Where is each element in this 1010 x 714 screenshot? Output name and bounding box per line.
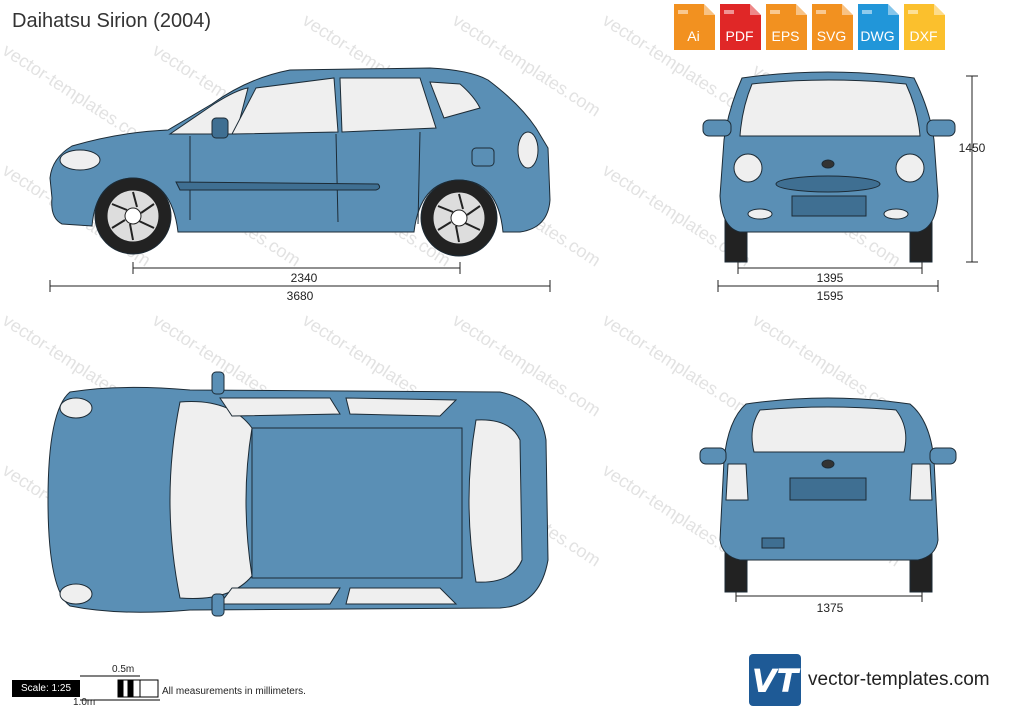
rear-left-mirror [699, 447, 727, 465]
rear-right-taillight [909, 463, 933, 501]
svg-file-icon[interactable]: SVG [810, 4, 853, 50]
top-right-mirror [211, 593, 225, 617]
rear-right-mirror [929, 447, 957, 465]
format-label: EPS [771, 28, 800, 44]
dim-front-track: 1395 [817, 271, 844, 285]
dimension-lines [49, 75, 978, 602]
side-taillight [517, 131, 539, 169]
measurement-note: All measurements in millimeters. [162, 686, 306, 697]
rear-left-taillight [725, 463, 749, 501]
vt-logo-icon: VT [749, 654, 801, 706]
top-left-mirror [211, 371, 225, 395]
page-title: Daihatsu Sirion (2004) [12, 10, 211, 32]
front-plate [791, 195, 867, 217]
top-side-glass-upper [219, 397, 341, 417]
side-window-quarter [429, 81, 481, 119]
dim-height: 1450 [959, 141, 986, 155]
format-label: DWG [860, 28, 895, 44]
dim-length: 3680 [287, 289, 314, 303]
front-left-foglight [747, 208, 773, 220]
front-left-headlight [733, 153, 763, 183]
rear-exhaust [761, 537, 785, 549]
side-door-line [189, 131, 421, 225]
scale-half-label: 0.5m [112, 664, 135, 675]
top-front-light-right [59, 583, 93, 605]
front-badge [821, 159, 835, 169]
site-name[interactable]: vector-templates.com [808, 669, 990, 690]
scale-bar [80, 675, 160, 701]
side-mirror [211, 117, 229, 139]
side-molding [175, 181, 381, 191]
dim-wheelbase: 2340 [291, 271, 318, 285]
file-shape [858, 4, 899, 50]
file-shape [766, 4, 807, 50]
format-label: PDF [725, 28, 754, 44]
eps-file-icon[interactable]: EPS [764, 4, 807, 50]
dim-rear-track: 1375 [817, 601, 844, 615]
dwg-file-icon[interactable]: DWG [856, 4, 899, 50]
rear-window [751, 406, 907, 453]
top-windshield [169, 401, 253, 599]
ai-file-icon[interactable]: Ai [672, 4, 715, 50]
format-label: Ai [687, 28, 700, 44]
file-shape [812, 4, 853, 50]
top-roof [251, 427, 463, 579]
scale-label: Scale: 1:25 [12, 680, 80, 697]
top-view [47, 371, 549, 617]
side-headlight [59, 149, 101, 171]
side-view [49, 67, 551, 257]
side-window-middle [231, 77, 339, 135]
rear-plate [789, 477, 867, 501]
top-rear-window [468, 419, 523, 583]
side-fuel-door [471, 147, 495, 167]
file-shape [674, 4, 715, 50]
front-right-mirror [926, 119, 956, 137]
dxf-file-icon[interactable]: DXF [902, 4, 945, 50]
top-side-glass-lower [219, 587, 341, 605]
pdf-file-icon[interactable]: PDF [718, 4, 761, 50]
format-label: DXF [909, 28, 938, 44]
side-front-wheel [94, 177, 172, 255]
file-shape [720, 4, 761, 50]
front-grille [775, 175, 881, 193]
front-left-mirror [702, 119, 732, 137]
dim-width: 1595 [817, 289, 844, 303]
side-rear-wheel [420, 179, 498, 257]
format-label: SVG [816, 28, 847, 44]
front-right-headlight [895, 153, 925, 183]
side-window-rear [339, 77, 437, 133]
front-right-foglight [883, 208, 909, 220]
rear-view [699, 397, 957, 593]
top-front-light-left [59, 397, 93, 419]
front-view [702, 71, 956, 263]
front-windshield [739, 79, 921, 137]
rear-badge [821, 459, 835, 469]
top-side-glass-upper-rear [345, 397, 458, 417]
vt-logo-text: VT [751, 662, 799, 700]
scale-full-label: 1.0m [73, 697, 96, 708]
top-side-glass-lower-rear [345, 587, 458, 605]
file-shape [904, 4, 945, 50]
